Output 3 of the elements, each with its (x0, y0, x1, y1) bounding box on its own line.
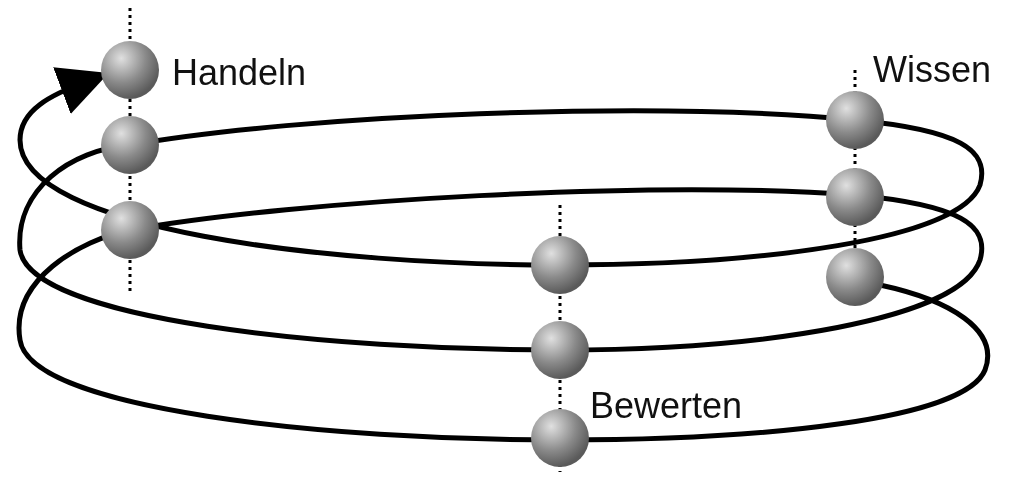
text-label: Bewerten (590, 388, 743, 424)
text-label: Handeln (172, 55, 307, 91)
text-label: Wissen (873, 52, 992, 88)
